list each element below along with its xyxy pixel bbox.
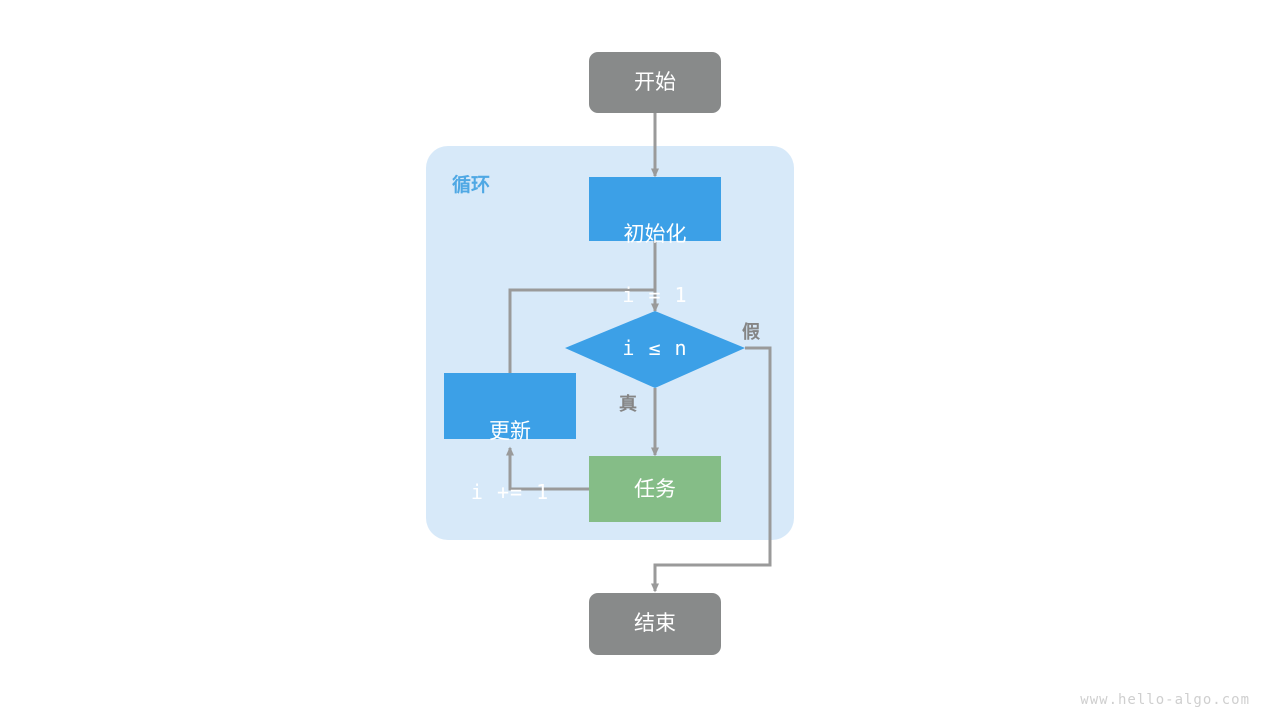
- node-update-shape[interactable]: [444, 373, 576, 439]
- edge-label-false: 假: [742, 322, 760, 343]
- node-end-shape[interactable]: [589, 593, 721, 655]
- edge-decision-false-to-end: [651, 346, 772, 593]
- node-start-shape[interactable]: [589, 52, 721, 113]
- node-task-shape[interactable]: [589, 456, 721, 522]
- edge-task-to-update: [506, 446, 589, 491]
- watermark: www.hello-algo.com: [1080, 692, 1250, 708]
- node-decision-shape[interactable]: [565, 311, 745, 388]
- loop-container-label: 循环: [452, 174, 491, 196]
- node-init-shape[interactable]: [589, 177, 721, 241]
- edge-update-to-decision: [508, 288, 655, 373]
- edge-label-true: 真: [619, 394, 637, 415]
